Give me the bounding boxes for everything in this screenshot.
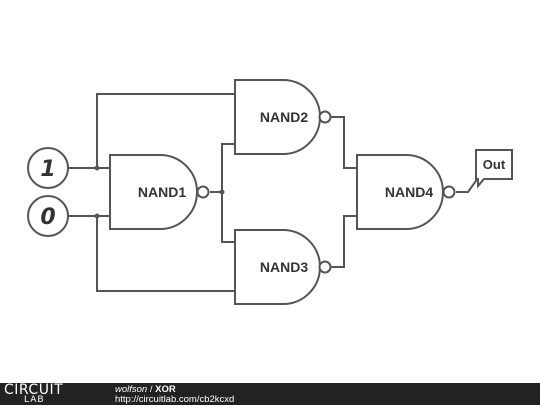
inversion-bubble xyxy=(442,185,456,199)
wire-nand4-out xyxy=(456,177,479,193)
inversion-bubble xyxy=(318,260,332,274)
logo-text-top: CIRCUIT xyxy=(4,382,64,398)
gate-nand4[interactable]: NAND4 xyxy=(356,154,456,230)
junction-dot xyxy=(94,165,100,171)
gate-label: NAND3 xyxy=(260,259,308,275)
wire-nand3-to-nand4 xyxy=(331,215,357,268)
author-name[interactable]: wolfson xyxy=(115,384,148,395)
input-value: 0 xyxy=(40,205,55,230)
footer-bar: CIRCUIT LAB wolfson / XOR http://circuit… xyxy=(0,383,540,405)
output-node[interactable]: Out xyxy=(475,149,513,189)
junction-dot xyxy=(219,189,225,195)
nand-gate-body xyxy=(356,154,444,230)
nand-gate-body xyxy=(109,154,198,230)
wire-nand1-to-nand2 xyxy=(221,143,235,192)
input-value: 1 xyxy=(40,157,55,182)
credit-separator: / xyxy=(147,384,156,395)
gate-nand3[interactable]: NAND3 xyxy=(234,229,332,305)
wire-a-to-nand2 xyxy=(96,93,235,168)
wire-nand1-to-nand3 xyxy=(221,192,235,243)
circuit-url[interactable]: http://circuitlab.com/cb2kcxd xyxy=(115,394,235,405)
inversion-bubble xyxy=(196,185,210,199)
wire-nand2-to-nand4 xyxy=(331,116,357,169)
input-circle xyxy=(27,195,69,237)
output-box xyxy=(475,149,513,189)
output-label: Out xyxy=(483,157,506,172)
input-node-a[interactable]: 1 xyxy=(27,147,69,189)
circuitlab-logo[interactable]: CIRCUIT LAB xyxy=(4,383,104,405)
logo-text-bottom: LAB xyxy=(24,395,45,405)
gate-label: NAND4 xyxy=(385,184,433,200)
circuit-diagram: 1 0 NAND1 NAND2 NAND3 NAND4 Out xyxy=(27,79,513,305)
gate-nand2[interactable]: NAND2 xyxy=(234,79,332,155)
gate-nand1[interactable]: NAND1 xyxy=(109,154,210,230)
wires xyxy=(68,93,479,292)
input-circle xyxy=(27,147,69,189)
circuit-title[interactable]: XOR xyxy=(155,384,176,395)
gate-label: NAND1 xyxy=(138,184,186,200)
junction-dot xyxy=(94,213,100,219)
wire-b-to-nand3 xyxy=(96,216,235,292)
input-node-b[interactable]: 0 xyxy=(27,195,69,237)
gate-label: NAND2 xyxy=(260,109,308,125)
inversion-bubble xyxy=(318,110,332,124)
circuit-credit: wolfson / XOR xyxy=(115,384,176,395)
